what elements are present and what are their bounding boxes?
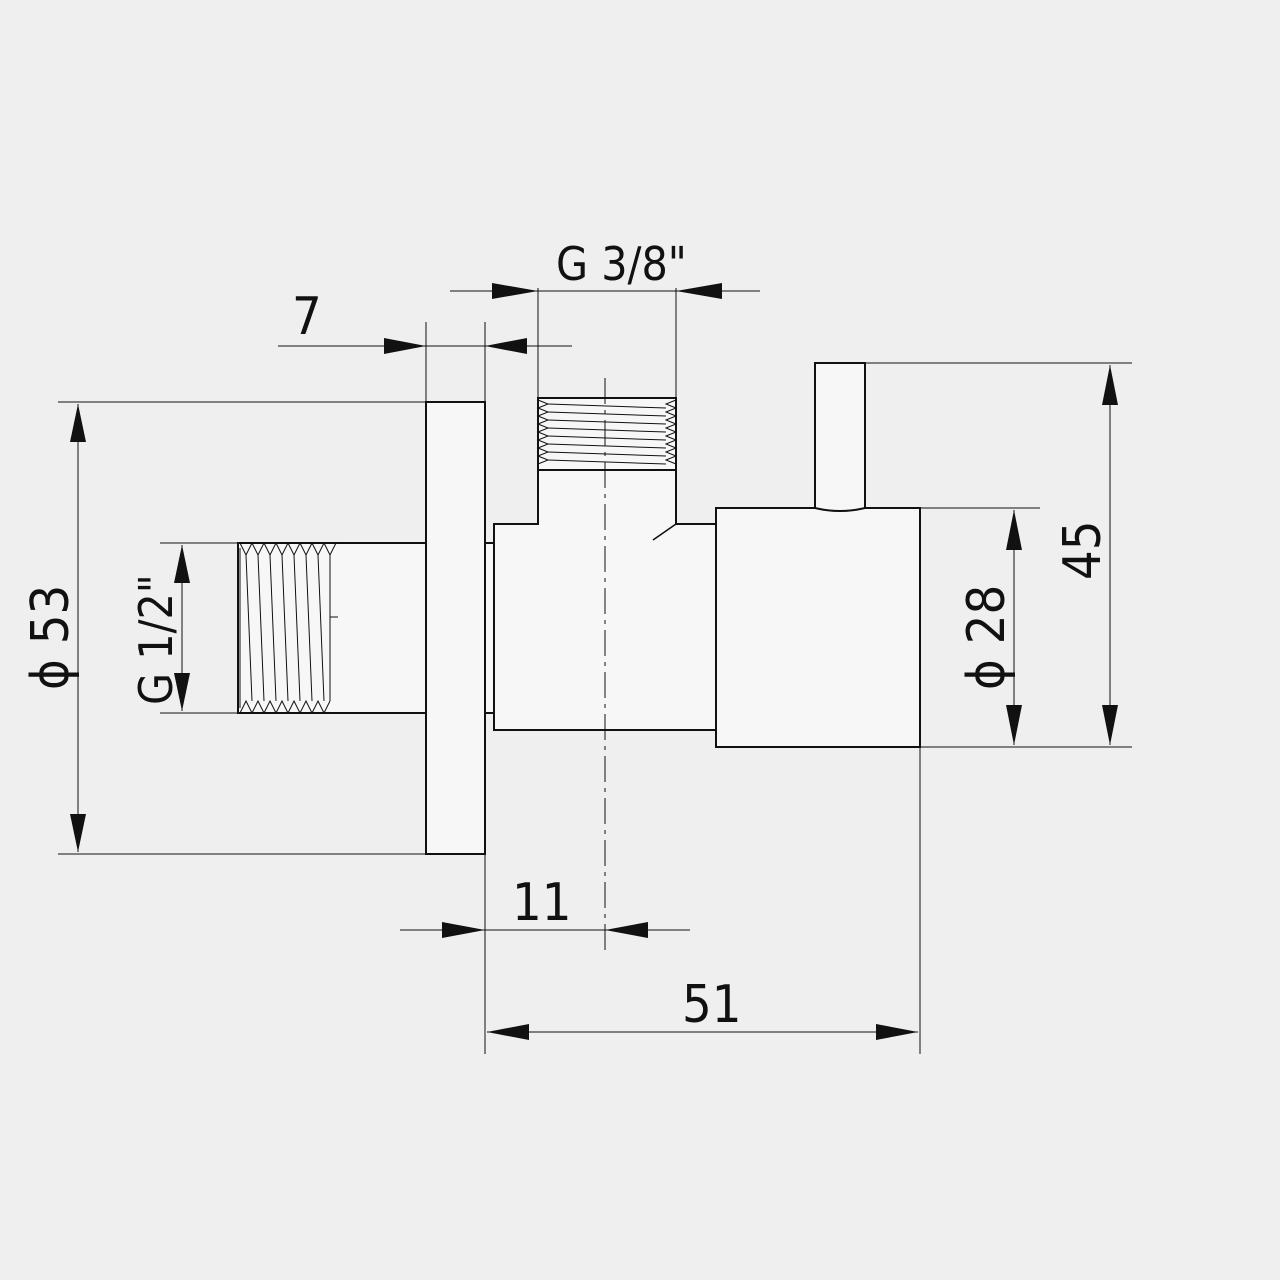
dim-flange-diameter: ϕ 53 [21,401,426,855]
outlet-chamfer [652,523,677,541]
outlet-thread [537,397,677,471]
dim-inlet-thread: G 1/2" [129,542,238,714]
handle-diameter-label: ϕ 28 [957,585,1017,690]
outlet-threads [536,399,678,465]
dim-flange-thickness: 7 [278,287,572,402]
flange-ring [484,542,495,714]
dim-outlet-thread: G 3/8" [450,237,760,398]
dim-overall-height: 45 [865,362,1132,745]
dim-outlet-offset: 11 [400,854,690,1054]
overall-length-label: 51 [682,975,742,1035]
handle-lever [814,362,866,512]
flange-diameter-label: ϕ 53 [21,585,81,690]
inlet-thread-label: G 1/2" [129,574,183,705]
overall-height-label: 45 [1053,520,1113,580]
flange [425,401,486,855]
handle-body [715,507,921,748]
dim-overall-length: 51 [487,747,921,1054]
outlet-offset-label: 11 [512,873,572,933]
dim-handle-diameter: ϕ 28 [920,507,1132,748]
flange-thickness-label: 7 [292,287,322,347]
inlet-pipe [237,542,427,714]
outlet-thread-label: G 3/8" [556,237,687,291]
inlet-threads [239,541,338,715]
